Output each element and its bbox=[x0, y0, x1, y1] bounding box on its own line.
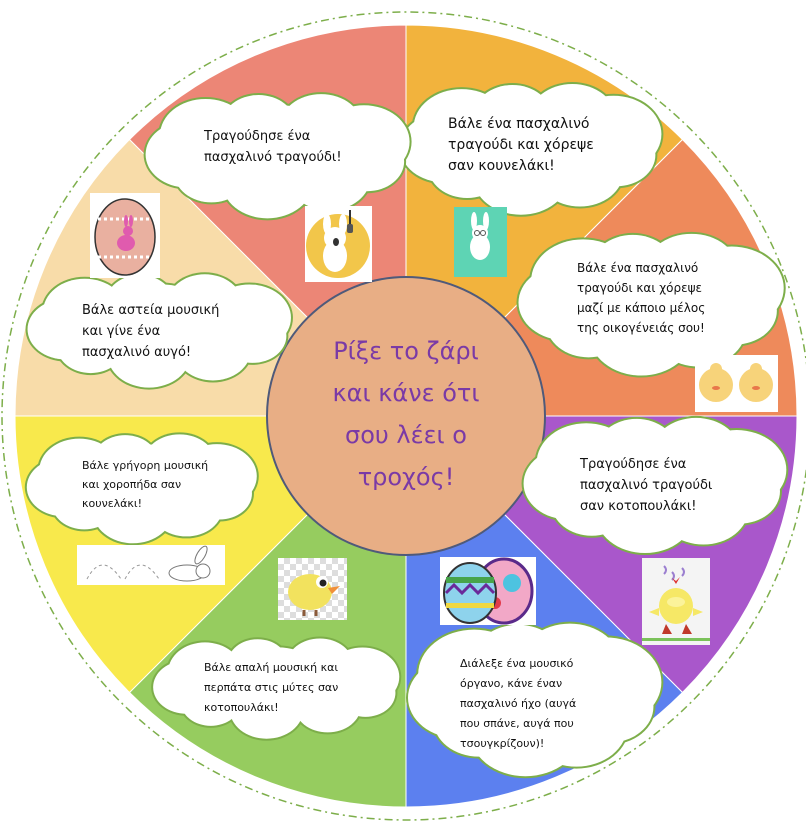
center-circle bbox=[266, 276, 546, 556]
cloud-shape bbox=[398, 81, 664, 217]
cloud-text: Βάλε γρήγορη μουσική και χοροπήδα σαν κο… bbox=[82, 459, 209, 510]
cloud-blue: Διάλεξε ένα μουσικό όργανο, κάνε έναν πα… bbox=[405, 621, 664, 779]
cloud-yellow: Βάλε γρήγορη μουσική και χοροπήδα σαν κο… bbox=[24, 432, 259, 546]
outer-dashed-ring bbox=[1, 11, 806, 821]
cloud-shape bbox=[521, 415, 789, 556]
cloud-shape bbox=[25, 272, 293, 390]
cloud-text: Βάλε ένα πασχαλινό τραγούδι και χόρεψε σ… bbox=[448, 116, 594, 174]
singing-chick-image bbox=[642, 558, 710, 645]
cloud-red: Τραγούδησε ένα πασχαλινό τραγούδι! bbox=[143, 92, 412, 221]
cloud-shape bbox=[405, 621, 664, 779]
cloud-peach: Βάλε αστεία μουσική και γίνε ένα πασχαλι… bbox=[25, 272, 293, 390]
cloud-text: Τραγούδησε ένα πασχαλινό τραγούδι! bbox=[204, 129, 342, 165]
cloud-purple: Τραγούδησε ένα πασχαλινό τραγούδι σαν κο… bbox=[521, 415, 789, 556]
cloud-coral: Βάλε ένα πασχαλινό τραγούδι και χόρεψε μ… bbox=[516, 231, 786, 378]
singing-bunny-image bbox=[305, 206, 372, 282]
chick-image bbox=[278, 558, 347, 620]
cloud-text: Βάλε αστεία μουσική και γίνε ένα πασχαλι… bbox=[82, 303, 220, 360]
cloud-text: Διάλεξε ένα μουσικό όργανο, κάνε έναν πα… bbox=[460, 657, 577, 750]
cloud-text: Τραγούδησε ένα πασχαλινό τραγούδι σαν κο… bbox=[580, 457, 713, 514]
cloud-orange: Βάλε ένα πασχαλινό τραγούδι και χόρεψε σ… bbox=[398, 81, 664, 217]
cloud-shape bbox=[151, 636, 402, 741]
cloud-shape bbox=[24, 432, 259, 546]
cloud-green: Βάλε απαλή μουσική και περπάτα στις μύτε… bbox=[151, 636, 402, 741]
easter-eggs-image bbox=[440, 557, 536, 625]
bunny-egg-image bbox=[90, 193, 160, 278]
two-chicks-image bbox=[695, 355, 778, 412]
cloud-text: Βάλε απαλή μουσική και περπάτα στις μύτε… bbox=[204, 661, 339, 714]
center-instruction: Ρίξε το ζάρι και κάνε ότι σου λέει ο τρο… bbox=[332, 337, 480, 491]
cloud-shape bbox=[516, 231, 786, 378]
cloud-shape bbox=[143, 92, 412, 221]
hopping-bunny-image bbox=[77, 545, 225, 585]
cloud-text: Βάλε ένα πασχαλινό τραγούδι και χόρεψε μ… bbox=[577, 261, 706, 335]
dancing-bunny-image bbox=[454, 207, 507, 277]
